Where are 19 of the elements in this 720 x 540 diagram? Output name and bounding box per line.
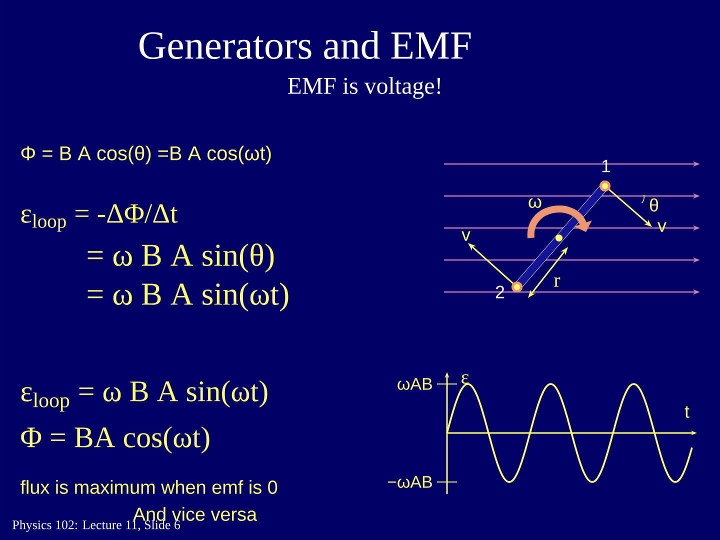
velocity-label: v bbox=[462, 231, 470, 241]
equation: = ω B A sin(ωt) bbox=[88, 282, 288, 312]
angular-velocity-label: ω bbox=[528, 198, 542, 208]
equation: Φ = B A cos(θ) =B A cos(ωt) bbox=[21, 146, 271, 164]
slide-title: Generators and EMF bbox=[140, 30, 471, 60]
axis-tick-label: −ωAB bbox=[388, 476, 432, 488]
equation: = ω B A sin(θ) bbox=[88, 243, 274, 273]
radius-label: r bbox=[554, 277, 560, 287]
note-text: And vice versa bbox=[132, 507, 258, 521]
axis-label: ε bbox=[462, 374, 469, 384]
subtitle: EMF is voltage! bbox=[288, 77, 440, 99]
equation: Φ = BA cos(ωt) bbox=[21, 426, 210, 454]
angle-label: θ bbox=[650, 198, 658, 212]
axis-label: t bbox=[684, 406, 690, 418]
equation: ε$_{loop}$ = -ΔΦ/Δt bbox=[21, 204, 178, 232]
equation: ε$_{loop}$ = ω B A sin(ωt) bbox=[21, 380, 268, 412]
note-text: flux is maximum when emf is 0 bbox=[20, 480, 278, 494]
axis-tick-label: ωAB bbox=[398, 378, 432, 390]
footer-text: Physics 102: Lecture 11, Slide 6 bbox=[12, 520, 180, 532]
